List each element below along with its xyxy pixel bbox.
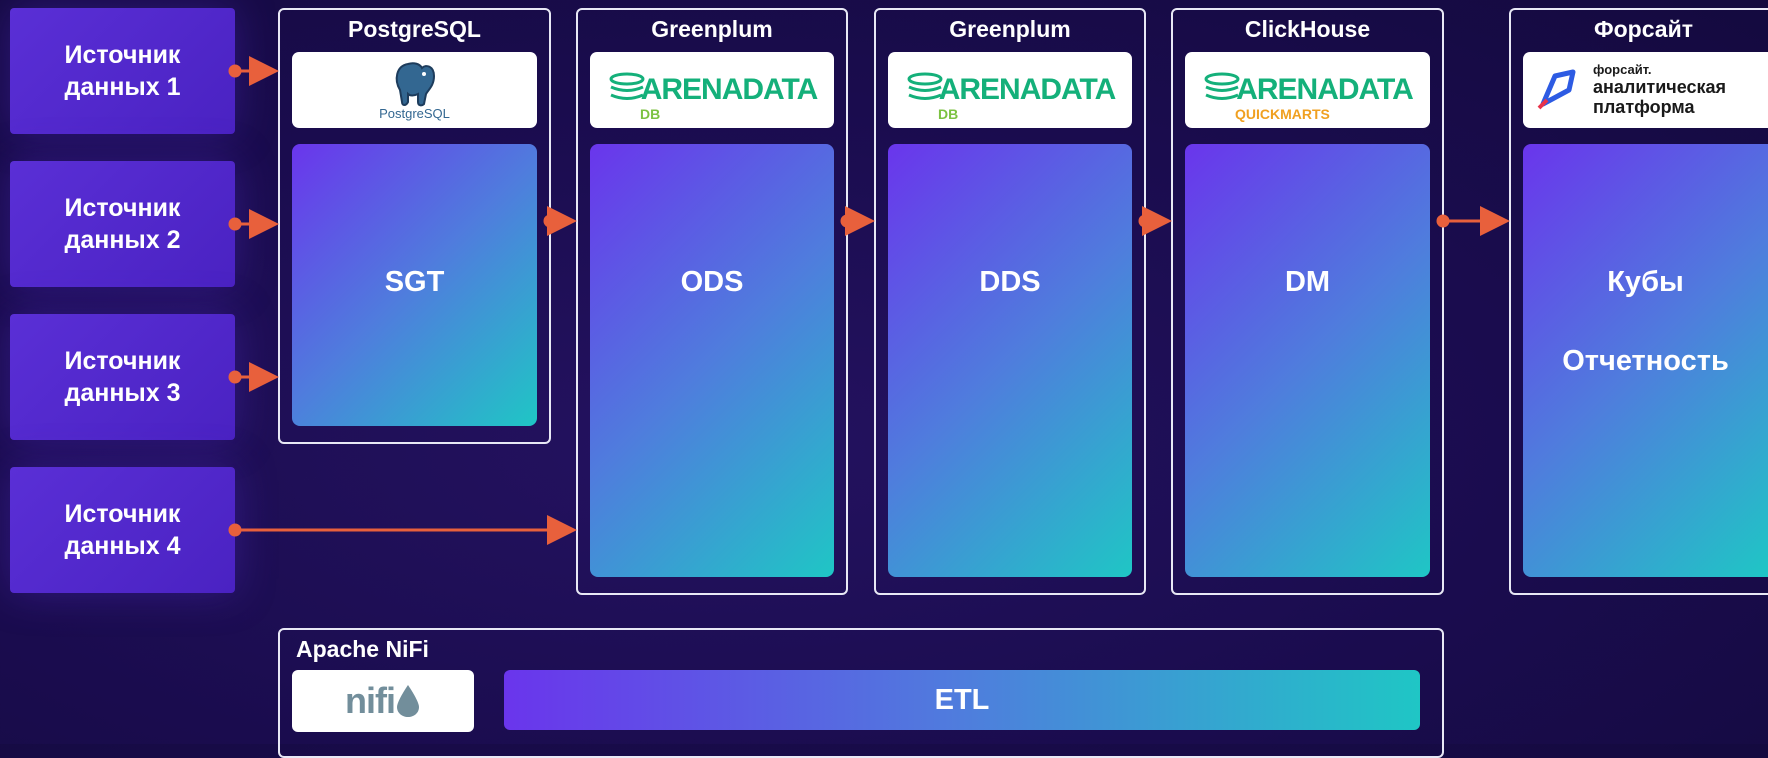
- source-2: Источник данных 2: [10, 161, 235, 287]
- nifi-etl-box: Apache NiFi nifi ETL: [278, 628, 1444, 758]
- stage-title: PostgreSQL: [348, 16, 481, 42]
- arrow-source-1-dot: [228, 64, 242, 78]
- arrow-source-3-dot: [228, 370, 242, 384]
- postgresql-logo: PostgreSQL: [292, 52, 537, 128]
- layer-label: DM: [1284, 266, 1331, 298]
- quickmarts-sub: QUICKMARTS: [1235, 106, 1330, 122]
- nifi-logo-text: nifi: [345, 680, 396, 721]
- postgresql-logo-text: PostgreSQL: [379, 105, 450, 121]
- arrow-dm-cubes-dot: [1436, 214, 1450, 228]
- layer-cubes-reporting: Кубы Отчетность: [1523, 144, 1768, 577]
- layer-label-cubes: Кубы: [1607, 266, 1684, 298]
- source-1: Источник данных 1: [10, 8, 235, 134]
- foresight-line-2: аналитическая: [1593, 77, 1727, 97]
- layer-label: SGT: [384, 266, 445, 298]
- stage-greenplum-dds: Greenplum ARENADATA DB DDS: [874, 8, 1146, 595]
- layer-label: ODS: [680, 266, 744, 298]
- arenadata-sub: DB: [938, 106, 959, 122]
- stage-title: ClickHouse: [1244, 16, 1371, 42]
- arrow-dds-dm-dot: [1138, 214, 1152, 228]
- stage-foresight: Форсайт форсайт. аналитическая платформа…: [1509, 8, 1768, 595]
- layer-label: DDS: [979, 266, 1041, 298]
- nifi-drop-icon: [396, 685, 419, 717]
- arenadata-stack-icon: [907, 72, 943, 100]
- arenadata-stack-icon: [609, 72, 645, 100]
- source-3: Источник данных 3: [10, 314, 235, 440]
- elephant-icon: [395, 61, 435, 106]
- arenadata-db-logo: ARENADATA DB: [888, 52, 1132, 128]
- etl-bar: ETL: [504, 670, 1420, 730]
- source-4-label: Источник данных 4: [64, 500, 181, 560]
- stage-title: Форсайт: [1594, 16, 1693, 42]
- foresight-brand: форсайт.: [1593, 62, 1652, 77]
- layer-ods: ODS: [590, 144, 834, 577]
- arenadata-db-logo: ARENADATA DB: [590, 52, 834, 128]
- source-2-label: Источник данных 2: [64, 194, 181, 254]
- stage-greenplum-ods: Greenplum ARENADATA DB ODS: [576, 8, 848, 595]
- etl-label: ETL: [934, 683, 990, 716]
- foresight-rocket-icon: [1537, 69, 1576, 110]
- arrow-sgt-ods-dot: [543, 214, 557, 228]
- nifi-logo: nifi: [292, 670, 474, 732]
- source-4: Источник данных 4: [10, 467, 235, 593]
- arenadata-text: ARENADATA: [640, 73, 819, 106]
- arrow-ods-dds-dot: [840, 214, 854, 228]
- arenadata-stack-icon: [1204, 72, 1240, 100]
- arenadata-text: ARENADATA: [938, 73, 1117, 106]
- foresight-logo: форсайт. аналитическая платформа: [1523, 52, 1768, 128]
- arenadata-sub: DB: [640, 106, 661, 122]
- source-3-label: Источник данных 3: [64, 347, 181, 407]
- layer-sgt: SGT: [292, 144, 537, 426]
- layer-label-reporting: Отчетность: [1562, 345, 1729, 377]
- stage-clickhouse-dm: ClickHouse ARENADATA QUICKMARTS DM: [1171, 8, 1444, 595]
- stage-title: Greenplum: [651, 16, 773, 42]
- stage-title: Greenplum: [949, 16, 1071, 42]
- arenadata-quickmarts-logo: ARENADATA QUICKMARTS: [1185, 52, 1430, 128]
- layer-dds: DDS: [888, 144, 1132, 577]
- arrow-source-4-dot: [228, 523, 242, 537]
- foresight-line-3: платформа: [1593, 97, 1695, 117]
- stage-postgresql: PostgreSQL PostgreSQL SGT: [278, 8, 551, 444]
- source-1-label: Источник данных 1: [64, 41, 181, 101]
- layer-dm: DM: [1185, 144, 1430, 577]
- arenadata-text: ARENADATA: [1236, 73, 1414, 106]
- nifi-title: Apache NiFi: [296, 636, 429, 662]
- arrow-source-2-dot: [228, 217, 242, 231]
